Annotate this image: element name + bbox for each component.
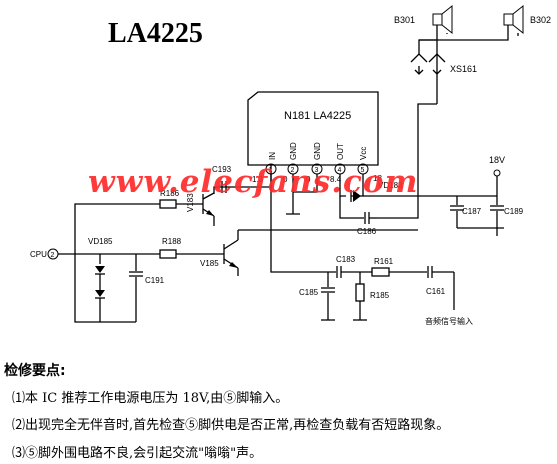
c187-label: C187 bbox=[462, 207, 482, 216]
cpu-label: CPU bbox=[30, 250, 47, 259]
r161-label: R161 bbox=[374, 257, 394, 266]
r185-resistor bbox=[353, 272, 367, 321]
vd185-label: VD185 bbox=[88, 237, 113, 246]
r186-label: R186 bbox=[160, 189, 180, 198]
note-item: ⑵出现完全无伴音时,首先检查⑤脚供电是否正常,再检查负载有否短路现象。 bbox=[12, 418, 450, 433]
cpu-pin-number: 2 bbox=[51, 252, 55, 259]
r161-resistor bbox=[371, 267, 427, 277]
r185-label: R185 bbox=[370, 291, 390, 300]
ic-pin2-number: 2 bbox=[291, 167, 295, 174]
ic-label: N181 LA4225 bbox=[284, 110, 351, 122]
xs161-connector bbox=[410, 53, 446, 104]
c183-capacitor bbox=[336, 266, 372, 278]
ic-pin3-name: GND bbox=[313, 142, 322, 160]
notes-title: 检修要点: bbox=[4, 363, 66, 379]
c189-capacitor bbox=[490, 196, 504, 228]
r186-resistor bbox=[159, 199, 203, 209]
c185-label: C185 bbox=[299, 288, 319, 297]
c186-capacitor bbox=[339, 196, 377, 224]
supply-18v-label: 18V bbox=[489, 155, 505, 165]
pin4-voltage: 8.4 bbox=[330, 175, 342, 184]
pin2-voltage: 0 bbox=[283, 175, 288, 184]
v185-label: V185 bbox=[200, 259, 219, 268]
c193-label: C193 bbox=[212, 165, 232, 174]
ic-pin2-name: GND bbox=[289, 142, 298, 160]
ic-pin5-name: Vcc bbox=[359, 147, 368, 160]
c191-capacitor bbox=[129, 254, 143, 322]
v183-label: V183 bbox=[186, 193, 195, 212]
c187-capacitor bbox=[450, 196, 464, 228]
pin5-voltage: 18 bbox=[373, 174, 382, 183]
ic-n181-body bbox=[247, 91, 379, 166]
audio-input-label: 音频信号输入 bbox=[425, 316, 473, 326]
c186-label: C186 bbox=[357, 227, 377, 236]
pin3-voltage: 0 bbox=[306, 175, 311, 184]
ic-pin4-number: 4 bbox=[338, 167, 342, 174]
r188-resistor bbox=[159, 249, 224, 259]
ic-pin4-name: OUT bbox=[336, 143, 345, 160]
speaker-left-label: B301 bbox=[394, 15, 415, 25]
supply-18v bbox=[493, 169, 501, 196]
ic-pin1-name: IN bbox=[268, 152, 277, 160]
v185-transistor bbox=[223, 230, 239, 276]
c189-label: C189 bbox=[504, 207, 524, 216]
pin1-voltage: 1.3 bbox=[252, 175, 264, 184]
vd185-diodes bbox=[95, 254, 105, 322]
note-item: ⑶⑤脚外围电路不良,会引起交流"嗡嗡"声。 bbox=[12, 446, 263, 461]
speaker-left bbox=[432, 4, 453, 35]
vd183-label: VD183 bbox=[378, 181, 403, 190]
watermark: www.elecfans.com bbox=[88, 164, 419, 200]
speaker-right-label: B302 bbox=[530, 15, 551, 25]
c161-label: C161 bbox=[426, 287, 446, 296]
note-item: ⑴本 IC 推荐工作电源电压为 18V,由⑤脚输入。 bbox=[12, 391, 289, 406]
ic-pin3-number: 3 bbox=[315, 167, 319, 174]
r188-label: R188 bbox=[162, 237, 182, 246]
ic-pin5-number: 5 bbox=[361, 167, 365, 174]
speaker-right bbox=[503, 4, 524, 35]
c191-label: C191 bbox=[145, 276, 165, 285]
c161-capacitor bbox=[427, 266, 455, 310]
c185-capacitor bbox=[321, 272, 335, 321]
diagram-title: LA4225 bbox=[108, 18, 203, 49]
c183-label: C183 bbox=[336, 255, 356, 264]
circuit-schematic: LA4225 B301 B302 XS161 N181 LA4225 IN GN… bbox=[30, 4, 551, 326]
xs161-label: XS161 bbox=[450, 64, 477, 74]
vd183-diode bbox=[350, 190, 361, 202]
